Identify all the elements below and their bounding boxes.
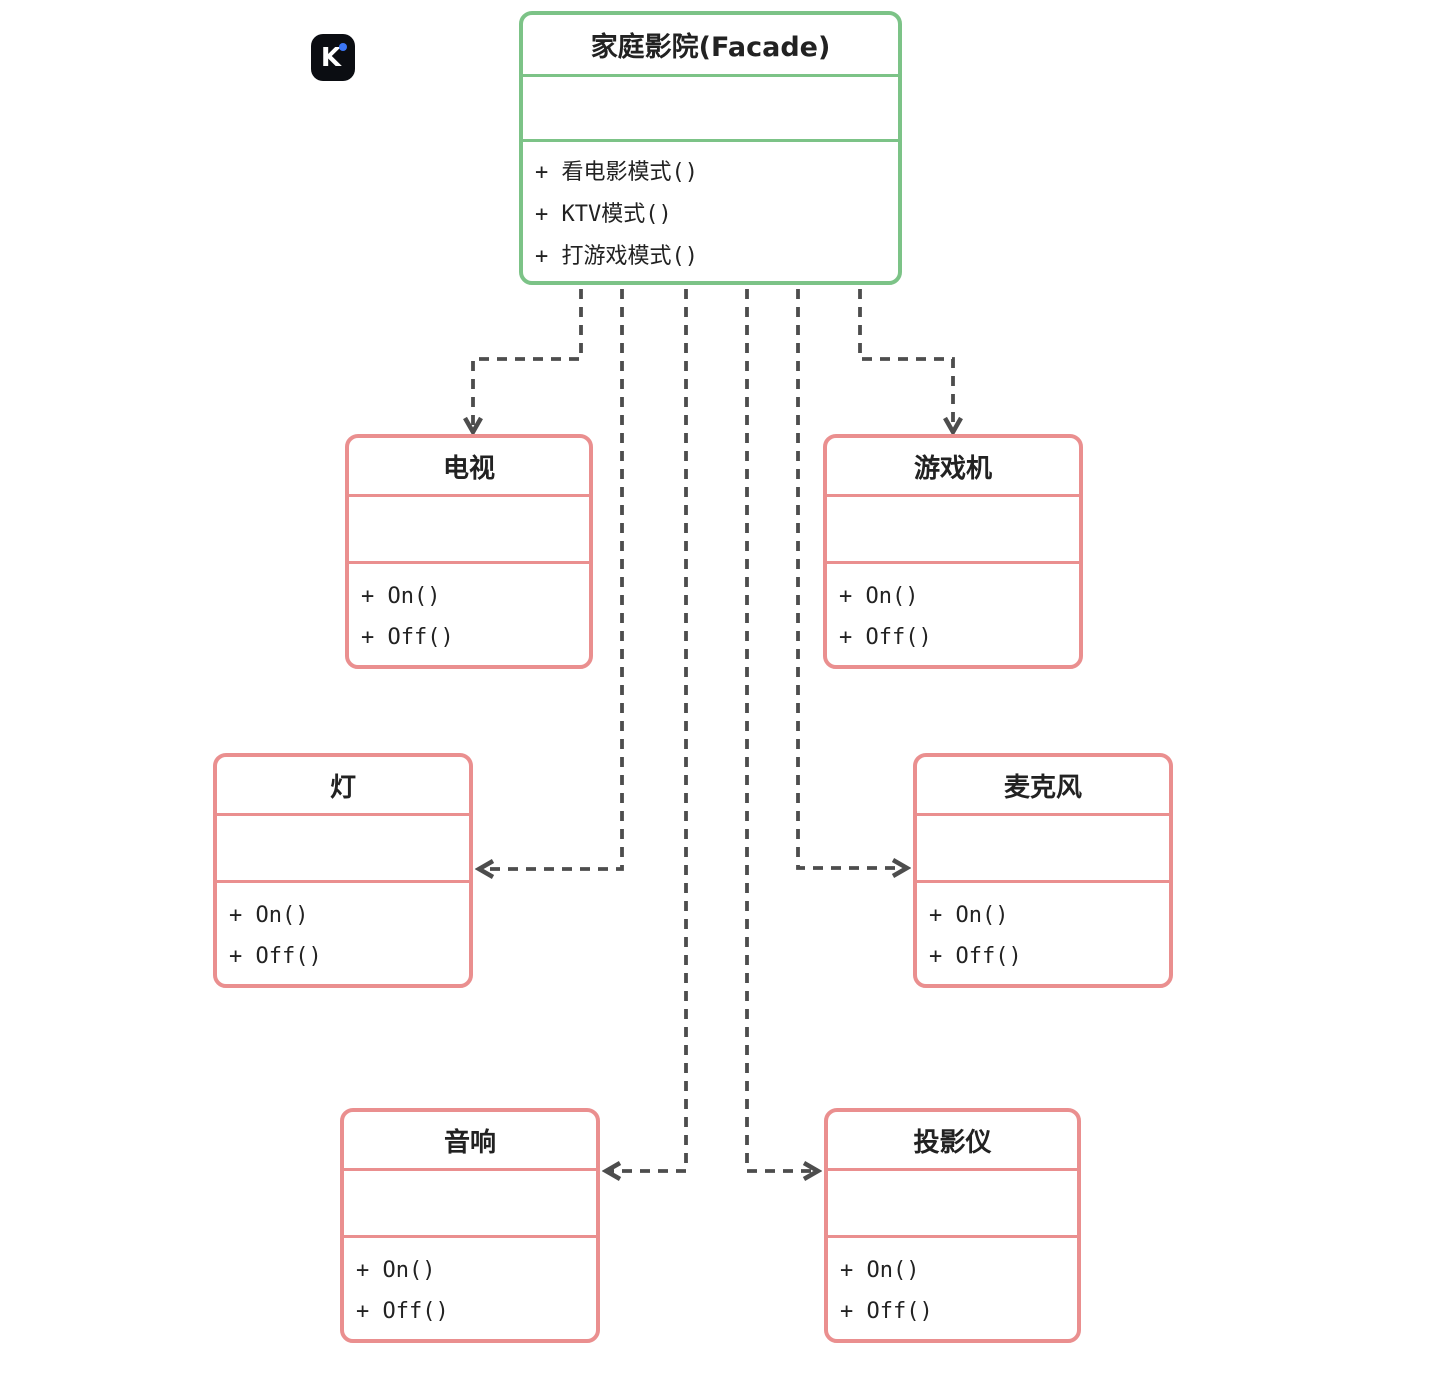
class-attributes-empty — [828, 1171, 1077, 1238]
method-off: + Off() — [361, 625, 454, 650]
connector-facade-to-tv — [473, 289, 583, 431]
method-on: + On() — [229, 903, 309, 928]
class-title: 灯 — [217, 757, 469, 816]
class-box-microphone: 麦克风 + On() + Off() — [913, 753, 1173, 988]
class-box-light: 灯 + On() + Off() — [213, 753, 473, 988]
class-attributes-empty — [827, 497, 1079, 564]
class-methods: + 看电影模式() + KTV模式() + 打游戏模式() — [523, 142, 898, 281]
class-attributes-empty — [523, 77, 898, 142]
method-on: + On() — [356, 1258, 436, 1283]
class-attributes-empty — [349, 497, 589, 564]
method-on: + On() — [839, 584, 919, 609]
class-title: 投影仪 — [828, 1112, 1077, 1171]
method-game-mode: + 打游戏模式() — [535, 244, 698, 269]
class-title: 电视 — [349, 438, 589, 497]
method-off: + Off() — [840, 1299, 933, 1324]
class-box-projector: 投影仪 + On() + Off() — [824, 1108, 1081, 1343]
class-methods: + On() + Off() — [917, 883, 1169, 984]
connector-facade-to-light — [480, 289, 624, 869]
class-box-facade: 家庭影院(Facade) + 看电影模式() + KTV模式() + 打游戏模式… — [519, 11, 902, 285]
class-methods: + On() + Off() — [344, 1238, 596, 1339]
connector-facade-to-microphone — [796, 289, 906, 868]
class-attributes-empty — [217, 816, 469, 883]
method-off: + Off() — [356, 1299, 449, 1324]
class-methods: + On() + Off() — [827, 564, 1079, 665]
method-on: + On() — [361, 584, 441, 609]
logo-dot-icon — [339, 43, 347, 51]
class-attributes-empty — [344, 1171, 596, 1238]
method-off: + Off() — [929, 944, 1022, 969]
method-watch-movie-mode: + 看电影模式() — [535, 160, 698, 185]
kimi-logo: K — [311, 34, 355, 81]
method-off: + Off() — [839, 625, 932, 650]
class-title: 游戏机 — [827, 438, 1079, 497]
method-off: + Off() — [229, 944, 322, 969]
class-box-game-console: 游戏机 + On() + Off() — [823, 434, 1083, 669]
class-methods: + On() + Off() — [828, 1238, 1077, 1339]
logo-letter: K — [320, 42, 342, 73]
method-ktv-mode: + KTV模式() — [535, 202, 672, 227]
method-on: + On() — [840, 1258, 920, 1283]
class-box-speaker: 音响 + On() + Off() — [340, 1108, 600, 1343]
connector-facade-to-speaker — [607, 289, 688, 1171]
class-title: 家庭影院(Facade) — [523, 15, 898, 77]
connector-facade-to-game-console — [858, 289, 953, 431]
class-methods: + On() + Off() — [349, 564, 589, 665]
class-methods: + On() + Off() — [217, 883, 469, 984]
class-title: 音响 — [344, 1112, 596, 1171]
method-on: + On() — [929, 903, 1009, 928]
class-title: 麦克风 — [917, 757, 1169, 816]
class-attributes-empty — [917, 816, 1169, 883]
connector-facade-to-projector — [745, 289, 817, 1171]
class-box-tv: 电视 + On() + Off() — [345, 434, 593, 669]
